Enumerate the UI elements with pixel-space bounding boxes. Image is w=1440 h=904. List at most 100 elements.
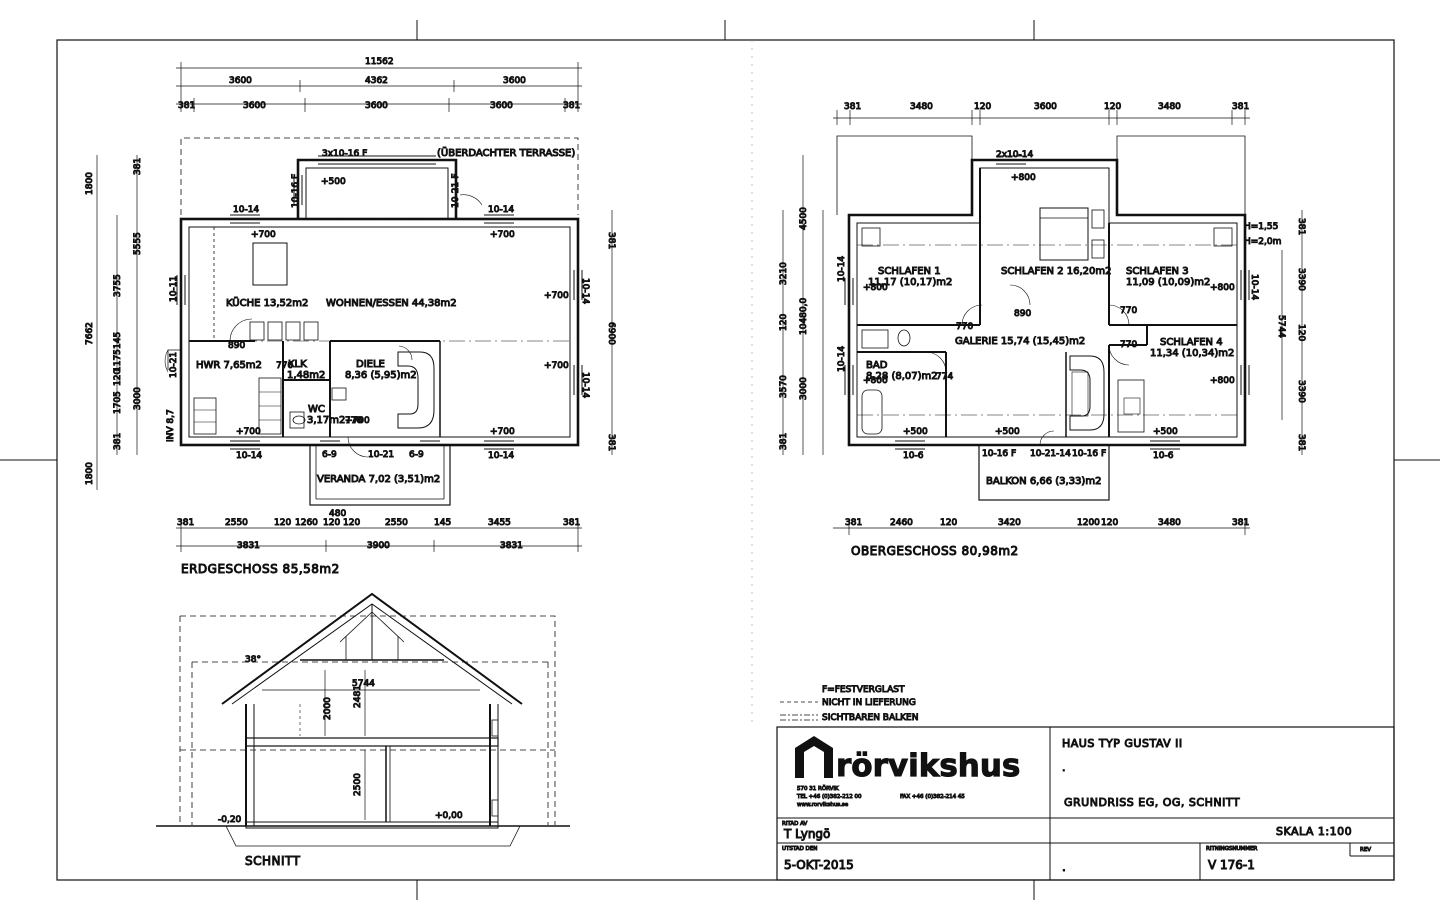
ground-floor-outer-wall: [179, 217, 580, 447]
drawn-by: T Lyngö: [783, 827, 830, 841]
drawing-label: 120: [1104, 102, 1121, 112]
drawing-label: FAX +46 (0)382-214 45: [900, 794, 965, 800]
drawing-label: 10-21: [169, 352, 179, 378]
drawing-label: 2550: [225, 518, 248, 528]
drawing-label: F=FESTVERGLAST: [822, 685, 905, 695]
drawing-label: 381: [606, 232, 616, 249]
section-drawing: 5744 2481 2000 2500 38° +0,00 -0,20 SCHN…: [156, 592, 570, 869]
drawing-label: 4500: [799, 207, 809, 230]
drawing-label: 3831: [500, 541, 523, 551]
drawing-label: 10-14: [837, 256, 847, 282]
drawing-label: .: [1062, 860, 1066, 874]
drawing-label: 381: [1232, 518, 1249, 528]
drawing-label: 10-16 F: [1072, 449, 1106, 459]
drawing-label: 3600: [1034, 102, 1057, 112]
ground-floor-title: ERDGESCHOSS 85,58m2: [181, 562, 340, 576]
dim-11562: 11562: [365, 57, 394, 67]
drawing-label: 774: [936, 372, 953, 382]
title-block[interactable]: rörvikshus 570 31 RÖRVIK TEL +46 (0)382-…: [776, 726, 1395, 881]
drawing-label: 5555: [133, 232, 143, 255]
room-klk-area: 1,48m2: [287, 370, 325, 381]
drawing-label: .: [1062, 761, 1066, 774]
drawing-label: 2460: [890, 518, 913, 528]
room-diele-area: 8,36 (5,95)m2: [345, 370, 417, 381]
drawing-label: 10-21: [368, 450, 394, 460]
drawing-label: 3455: [488, 518, 511, 528]
drawing-label: +500: [1153, 427, 1178, 437]
drawing-label: 3x10-16 F: [322, 149, 367, 159]
drawing-label: RITNINGSNUMMER: [1206, 846, 1258, 852]
drawing-label: 1175: [113, 349, 123, 372]
drawing-label: 2000: [323, 697, 333, 720]
drawing-label: 3000: [799, 377, 809, 400]
drawing-label: 2550: [385, 518, 408, 528]
drawing-content: GRUNDRISS EG, OG, SCHNITT: [1064, 796, 1240, 809]
drawing-label: +700: [490, 230, 515, 240]
room-diele: DIELE: [356, 359, 385, 370]
drawing-label: 10-14: [580, 278, 590, 304]
drawing-label: 381: [178, 101, 195, 111]
drawing-label: 120: [974, 102, 991, 112]
drawing-label: 381: [133, 158, 143, 175]
drawing-label: +800: [1210, 283, 1235, 293]
drawing-label: 10-21-14: [1030, 449, 1071, 459]
drawing-label: 381: [1232, 102, 1249, 112]
drawing-label: 3390: [1296, 380, 1306, 403]
drawing-label: 770: [1120, 340, 1137, 350]
drawing-label: 10-16 F: [982, 449, 1016, 459]
drawing-label: 10-14: [580, 372, 590, 398]
drawing-scale: SKALA 1:100: [1276, 825, 1352, 838]
drawing-number: V 176-1: [1208, 858, 1255, 872]
drawing-label: 10-11: [169, 276, 179, 302]
drawing-label: 1260: [295, 518, 318, 528]
drawing-label: H=2,0m: [1244, 237, 1281, 247]
drawing-label: +700: [251, 230, 276, 240]
drawing-label: +700: [544, 361, 569, 371]
room-schlafen1-area: 11,17 (10,17)m2: [868, 277, 952, 288]
room-schlafen1: SCHLAFEN 1: [878, 266, 941, 277]
room-wc-area: 3,17m2: [307, 415, 345, 426]
drawing-label: 1200: [1077, 518, 1100, 528]
drawing-label: 3600: [503, 76, 526, 86]
room-schlafen2: SCHLAFEN 2 16,20m2: [1001, 266, 1112, 277]
drawing-label: SICHTBAREN BALKEN: [822, 713, 918, 723]
drawing-label: 10-14: [488, 451, 514, 461]
drawing-label: 3831: [237, 541, 260, 551]
section-title: SCHNITT: [245, 854, 301, 868]
drawing-label: 3600: [229, 76, 252, 86]
drawing-label: 5744: [1276, 315, 1286, 338]
drawing-label: 10-14: [488, 205, 514, 215]
drawing-label: 381: [1296, 218, 1306, 235]
drawing-label: 120: [343, 518, 360, 528]
drawing-label: +700: [236, 427, 261, 437]
drawing-label: 2500: [353, 773, 363, 796]
room-bad-area: 8,28 (8,07)m2: [866, 371, 938, 382]
drawing-label: 770: [276, 361, 293, 371]
drawing-label: 2x10-14: [996, 150, 1033, 160]
drawing-label: 381: [845, 518, 862, 528]
drawing-label: 890: [228, 341, 245, 351]
drawing-label: 3000: [133, 387, 143, 410]
drawing-label: 6900: [606, 322, 616, 345]
room-kueche: KÜCHE 13,52m2: [226, 296, 308, 309]
drawing-label: +800: [863, 376, 888, 386]
drawing-label: 10-6: [1153, 451, 1174, 461]
drawing-label: REV: [1360, 847, 1371, 853]
drawing-label: 381: [606, 434, 616, 451]
drawing-label: 3480: [910, 102, 933, 112]
project-title: HAUS TYP GUSTAV II: [1062, 737, 1183, 750]
drawing-label: 890: [1014, 309, 1031, 319]
drawing-label: 120: [1101, 518, 1118, 528]
drawing-label: RITAD AV: [782, 821, 808, 827]
drawing-label: 3600: [365, 101, 388, 111]
drawing-label: +500: [321, 177, 346, 187]
drawing-label: 6-9: [409, 450, 424, 460]
drawing-label: -0,20: [218, 815, 242, 825]
upper-floor-title: OBERGESCHOSS 80,98m2: [851, 544, 1019, 558]
drawing-label: 2481: [353, 685, 363, 708]
legend: F=FESTVERGLAST NICHT IN LIEFERUNG SICHTB…: [780, 685, 919, 724]
drawing-label: 120: [113, 369, 123, 386]
drawing-label: 120: [274, 518, 291, 528]
